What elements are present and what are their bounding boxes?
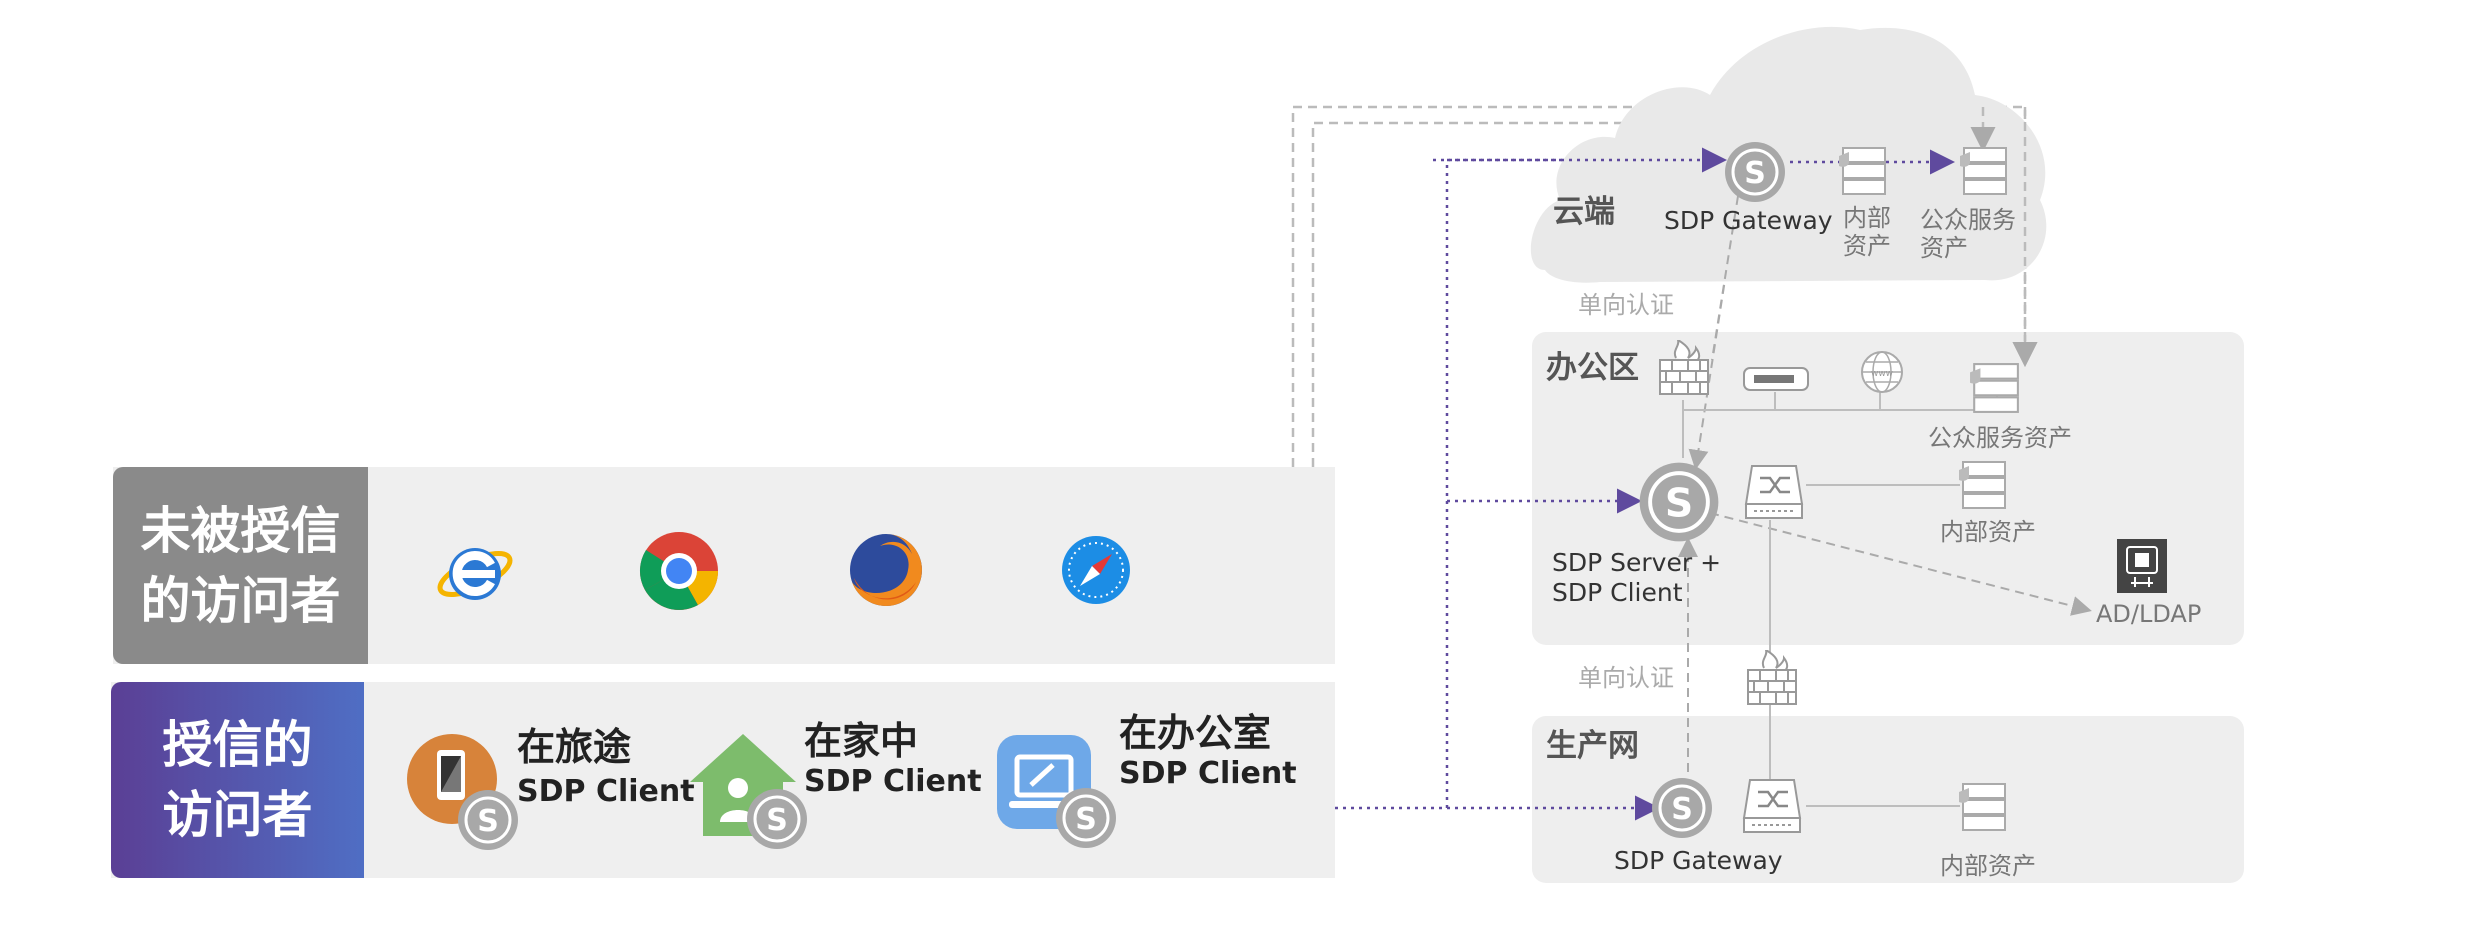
untrusted-header: 未被授信 的访问者 <box>113 467 368 664</box>
sdp-s-icon: S <box>745 787 809 855</box>
office-public-label: 公众服务资产 <box>1928 424 2072 452</box>
ldap-icon <box>2115 537 2169 599</box>
sdp-s-icon: S <box>1650 776 1714 844</box>
client-place-home: 在家中 <box>804 719 919 763</box>
svg-text:S: S <box>1665 480 1693 526</box>
office-internal-label: 内部资产 <box>1940 518 2036 546</box>
svg-text:S: S <box>1671 792 1693 827</box>
svg-text:S: S <box>1075 802 1097 837</box>
svg-text:S: S <box>766 803 788 838</box>
production-internal-label: 内部资产 <box>1940 852 2036 880</box>
switch-icon <box>1742 778 1802 838</box>
server-stack-icon <box>1957 782 2009 836</box>
svg-text:www: www <box>1871 369 1893 379</box>
cloud-title: 云端 <box>1553 194 1615 230</box>
safari-icon <box>1060 534 1132 610</box>
firewall-icon <box>1658 337 1710 400</box>
cloud-public-label: 公众服务 资产 <box>1920 206 2016 262</box>
server-stack-icon <box>1957 460 2009 514</box>
svg-text:S: S <box>477 804 499 839</box>
production-title: 生产网 <box>1546 728 1639 764</box>
office-server-label: SDP Server + SDP Client <box>1552 548 1722 607</box>
trusted-header: 授信的 访问者 <box>111 682 364 878</box>
svg-text:S: S <box>1744 156 1766 191</box>
client-name-travel: SDP Client <box>517 774 695 809</box>
trusted-title: 授信的 访问者 <box>162 716 313 844</box>
sdp-s-icon: S <box>1723 140 1787 208</box>
ldap-auth-path <box>1709 512 2092 616</box>
router-icon <box>1742 366 1810 396</box>
server-stack-icon <box>1837 146 1889 200</box>
cloud-internal-label: 内部 资产 <box>1843 204 1891 260</box>
server-stack-icon <box>1966 362 2024 418</box>
server-stack-icon <box>1958 146 2010 200</box>
cloud-auth-path <box>1688 195 1739 470</box>
untrusted-title: 未被授信 的访问者 <box>140 501 341 630</box>
client-name-home: SDP Client <box>804 764 982 799</box>
office-title: 办公区 <box>1546 350 1639 386</box>
office-ldap-label: AD/LDAP <box>2096 600 2202 628</box>
client-place-office: 在办公室 <box>1119 711 1272 755</box>
sdp-s-icon: S <box>1054 786 1118 854</box>
infra-lines <box>1682 392 2010 807</box>
chrome-icon <box>638 530 720 616</box>
firefox-icon <box>846 530 926 614</box>
client-place-travel: 在旅途 <box>517 725 632 769</box>
ie-icon <box>435 532 515 616</box>
www-globe-icon: www <box>1860 350 1904 398</box>
production-gateway-label: SDP Gateway <box>1614 846 1783 875</box>
sdp-s-icon: S <box>1637 460 1721 548</box>
switch-icon <box>1744 464 1804 524</box>
auth-label-top: 单向认证 <box>1578 291 1674 319</box>
auth-label-bottom: 单向认证 <box>1578 664 1674 692</box>
client-name-office: SDP Client <box>1119 756 1297 791</box>
sdp-s-icon: S <box>456 788 520 856</box>
firewall-icon <box>1746 647 1798 710</box>
cloud-gateway-label: SDP Gateway <box>1664 206 1833 235</box>
